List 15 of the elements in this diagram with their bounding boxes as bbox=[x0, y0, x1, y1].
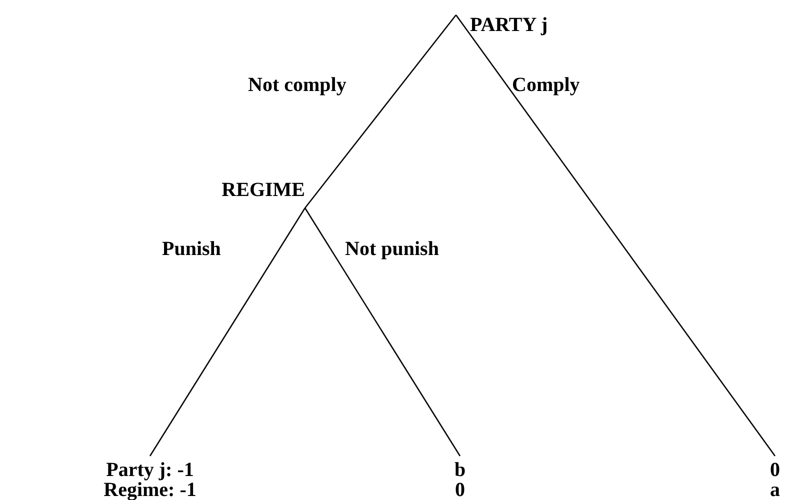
payoff-text: 0 bbox=[454, 480, 466, 500]
edge-label: Comply bbox=[512, 74, 580, 96]
edge-label: Punish bbox=[162, 238, 221, 260]
payoff-text: b bbox=[453, 460, 467, 480]
tree-branch-line bbox=[304, 208, 461, 456]
tree-branch-line bbox=[455, 14, 776, 456]
player-label: PARTY j bbox=[470, 15, 549, 35]
payoff-text: Party j: -1 bbox=[105, 460, 195, 480]
payoff-text: 0 bbox=[769, 460, 781, 480]
payoff-text: a bbox=[769, 480, 781, 500]
tree-branch-line bbox=[149, 208, 306, 456]
edge-label: Not comply bbox=[248, 74, 346, 96]
tree-branch-line bbox=[304, 14, 457, 208]
edge-label: Not punish bbox=[345, 238, 439, 260]
player-label: REGIME bbox=[220, 180, 305, 200]
